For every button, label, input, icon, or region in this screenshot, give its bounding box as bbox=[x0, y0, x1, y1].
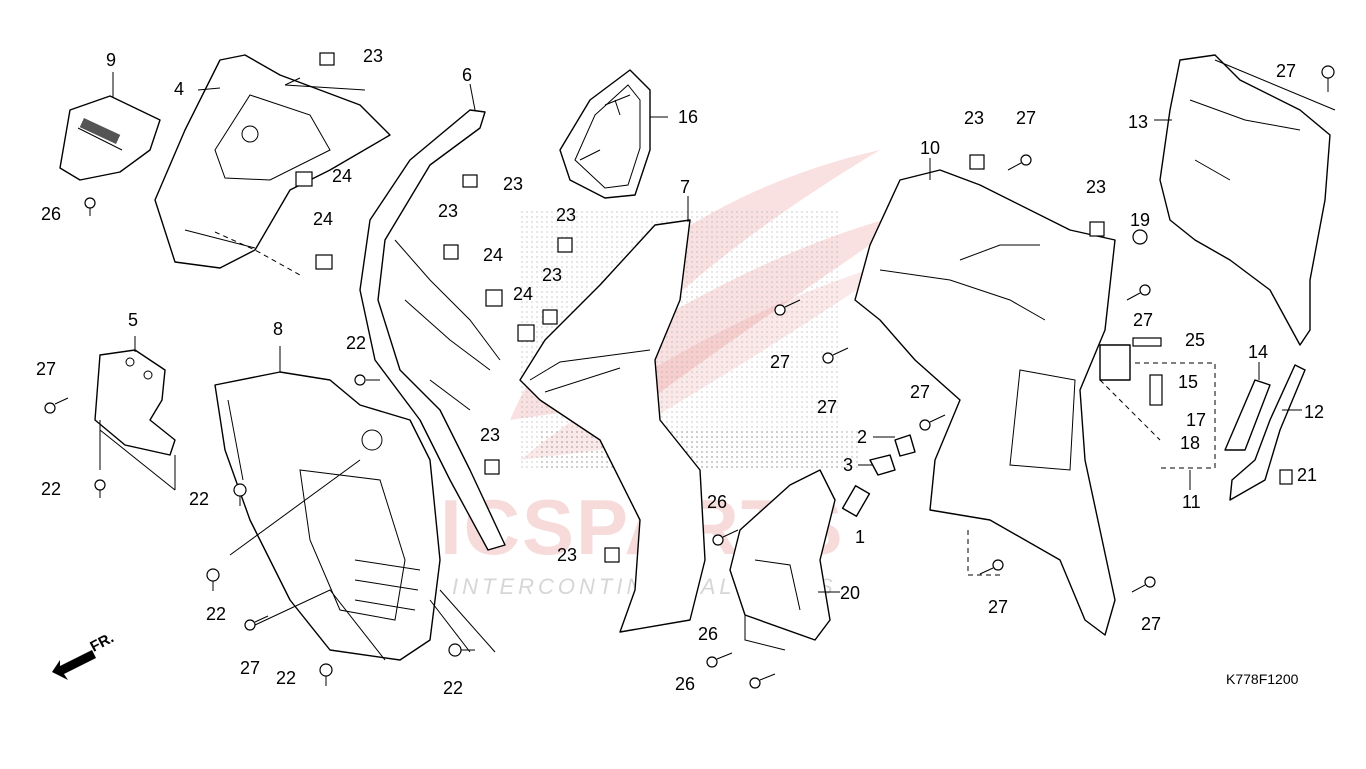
callout-12: 12 bbox=[1304, 402, 1325, 422]
callout-22: 22 bbox=[346, 333, 367, 353]
callout-23: 23 bbox=[503, 174, 524, 194]
callout-11: 11 bbox=[1182, 492, 1201, 512]
callout-27: 27 bbox=[988, 597, 1009, 617]
callout-26: 26 bbox=[41, 204, 62, 224]
part-11-group bbox=[1099, 344, 1216, 490]
callout-24: 24 bbox=[513, 284, 534, 304]
part-16-inner-panel bbox=[559, 69, 668, 199]
callout-19: 19 bbox=[1130, 210, 1151, 230]
part-4-front-cover bbox=[154, 54, 391, 276]
callout-13: 13 bbox=[1128, 112, 1149, 132]
callout-27: 27 bbox=[1276, 61, 1297, 81]
part-5-bracket bbox=[94, 336, 176, 491]
part-10-inner-box bbox=[854, 158, 1116, 636]
callout-24: 24 bbox=[313, 209, 334, 229]
callout-3: 3 bbox=[843, 455, 854, 475]
clip-24 bbox=[517, 324, 535, 342]
callout-24: 24 bbox=[332, 166, 353, 186]
clip-23 bbox=[969, 154, 985, 170]
callout-22: 22 bbox=[206, 604, 227, 624]
callout-23: 23 bbox=[363, 46, 384, 66]
part-7-center-cover bbox=[519, 196, 706, 633]
callout-22: 22 bbox=[189, 489, 210, 509]
callout-6: 6 bbox=[462, 65, 473, 85]
callout-18: 18 bbox=[1180, 433, 1201, 453]
part-20-lower-box bbox=[729, 469, 840, 651]
clip-23 bbox=[484, 459, 500, 475]
callout-5: 5 bbox=[128, 310, 139, 330]
callout-8: 8 bbox=[273, 319, 284, 339]
callout-26: 26 bbox=[698, 624, 719, 644]
callout-23: 23 bbox=[1086, 177, 1107, 197]
callout-9: 9 bbox=[106, 50, 117, 70]
clip-23 bbox=[557, 237, 573, 253]
callout-23: 23 bbox=[438, 201, 459, 221]
callout-27: 27 bbox=[240, 658, 261, 678]
callout-16: 16 bbox=[678, 107, 699, 127]
part-9-emblem-cover bbox=[59, 72, 161, 181]
part-12-bracket bbox=[1229, 364, 1306, 501]
callout-1: 1 bbox=[855, 527, 866, 547]
callout-15: 15 bbox=[1178, 372, 1199, 392]
callout-14: 14 bbox=[1248, 342, 1269, 362]
part-14-seal bbox=[1224, 362, 1271, 451]
callout-24: 24 bbox=[483, 245, 504, 265]
clip-23 bbox=[1089, 221, 1105, 237]
part-8-inner-cover bbox=[214, 346, 496, 661]
callout-23: 23 bbox=[557, 545, 578, 565]
callout-10: 10 bbox=[920, 138, 941, 158]
clip-24 bbox=[295, 171, 313, 187]
callout-20: 20 bbox=[840, 583, 861, 603]
callout-17: 17 bbox=[1186, 410, 1207, 430]
clip-24 bbox=[315, 254, 333, 270]
callout-4: 4 bbox=[174, 79, 185, 99]
callout-22: 22 bbox=[41, 479, 62, 499]
callout-2: 2 bbox=[857, 427, 868, 447]
callout-27: 27 bbox=[1016, 108, 1037, 128]
callout-27: 27 bbox=[1133, 310, 1154, 330]
clip-23 bbox=[542, 309, 558, 325]
clip-23 bbox=[443, 244, 459, 260]
part-1-3-lever-assembly bbox=[841, 434, 916, 517]
callout-27: 27 bbox=[770, 352, 791, 372]
callout-27: 27 bbox=[36, 359, 57, 379]
callout-25: 25 bbox=[1185, 330, 1206, 350]
clip-24 bbox=[485, 289, 503, 307]
callout-7: 7 bbox=[680, 177, 691, 197]
callout-22: 22 bbox=[276, 668, 297, 688]
callout-23: 23 bbox=[964, 108, 985, 128]
part-6-side-trim bbox=[359, 83, 506, 551]
callout-27: 27 bbox=[817, 397, 838, 417]
clip-23 bbox=[319, 52, 335, 66]
clip-23 bbox=[462, 174, 478, 188]
callout-22: 22 bbox=[443, 678, 464, 698]
callout-27: 27 bbox=[1141, 614, 1162, 634]
front-direction-arrow bbox=[52, 650, 96, 680]
screws bbox=[44, 65, 1335, 689]
callout-27: 27 bbox=[910, 382, 931, 402]
callout-26: 26 bbox=[675, 674, 696, 694]
drawing-code: K778F1200 bbox=[1226, 671, 1299, 687]
callout-26: 26 bbox=[707, 492, 728, 512]
callout-23: 23 bbox=[480, 425, 501, 445]
clip-23 bbox=[604, 547, 620, 563]
callout-23: 23 bbox=[542, 265, 563, 285]
callout-21: 21 bbox=[1297, 465, 1318, 485]
callout-23: 23 bbox=[556, 205, 577, 225]
part-13-side-panel bbox=[1154, 54, 1336, 346]
